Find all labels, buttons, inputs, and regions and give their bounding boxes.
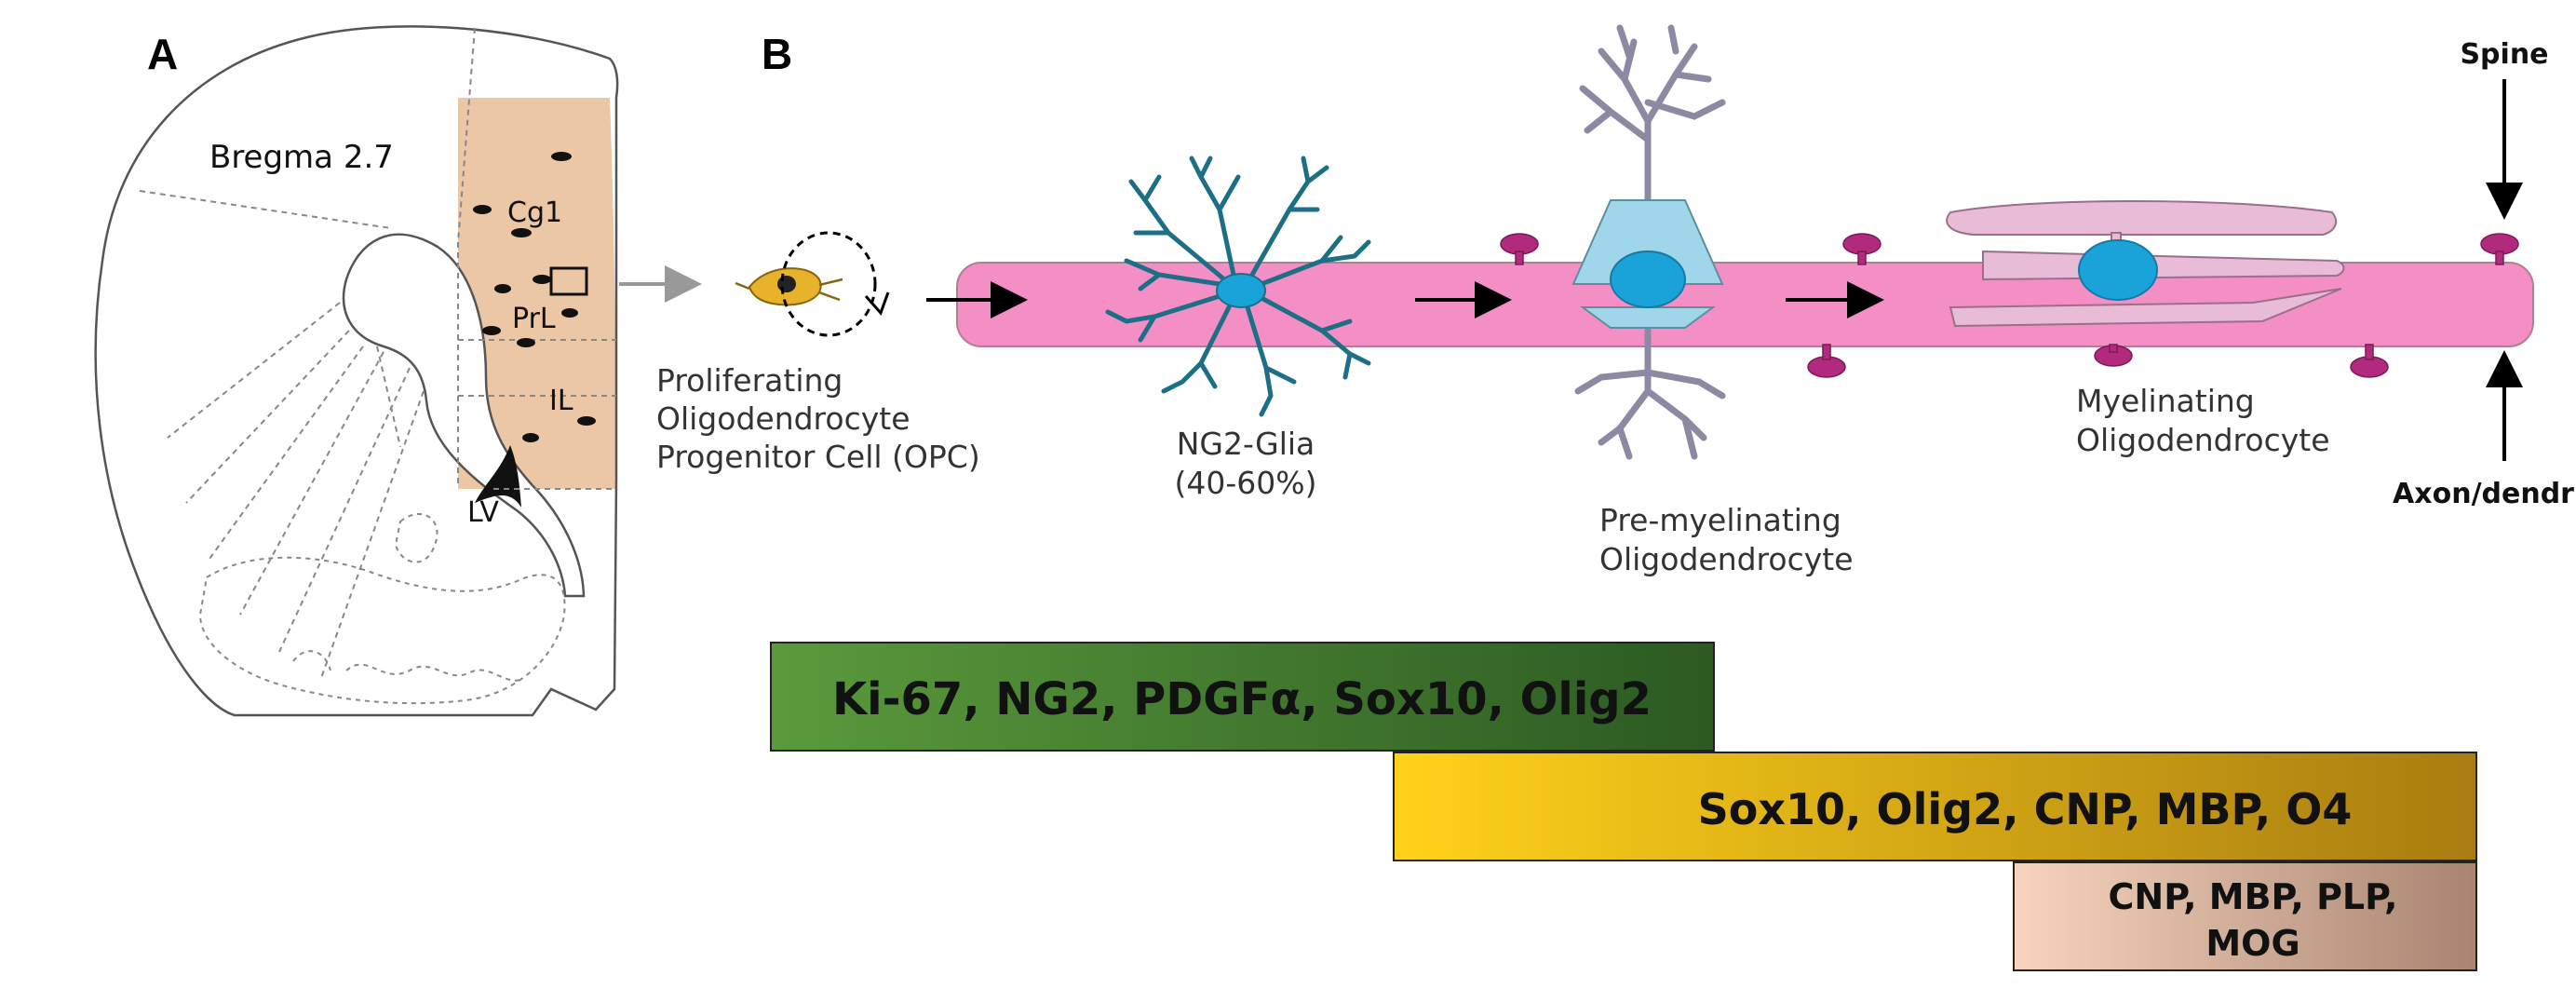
brain-section-outline	[94, 25, 619, 717]
lateral-ventricle	[475, 445, 521, 508]
opc-label-line1: Proliferating	[656, 362, 843, 399]
axon-dendrite-label: Axon/dendrite	[2393, 478, 2576, 510]
marker-bar-myelinating-text-line2: MOG	[2205, 923, 2300, 964]
myelinating-cell	[1946, 200, 2345, 328]
panel-a: A	[94, 25, 702, 717]
labeled-cells	[473, 152, 596, 442]
opc-label-line2: Oligodendrocyte	[656, 400, 910, 437]
spine	[1807, 344, 1846, 378]
corpus-callosum	[342, 233, 586, 598]
marker-bar-premyelinating: Sox10, Olig2, CNP, MBP, O4	[1393, 752, 2477, 861]
region-il-label: IL	[549, 385, 573, 417]
ng2-glia-cell	[1105, 156, 1371, 417]
spine	[2480, 233, 2519, 265]
region-lv-label: LV	[467, 496, 499, 529]
spines	[1500, 233, 2519, 378]
subcortical-structures	[198, 512, 566, 705]
premyelinating-label-line2: Oligodendrocyte	[1599, 541, 1854, 577]
ng2-nucleus	[1216, 273, 1266, 308]
panel-b-letter: B	[762, 30, 792, 78]
panel-a-letter: A	[147, 30, 178, 78]
spine	[2350, 344, 2389, 378]
marker-bar-opc: Ki-67, NG2, PDGFα, Sox10, Olig2	[770, 642, 1715, 752]
ng2-label-line1: NG2-Glia	[1177, 426, 1315, 462]
spine	[2094, 344, 2133, 367]
bregma-label: Bregma 2.7	[209, 139, 394, 176]
premyelinating-label-line1: Pre-myelinating	[1599, 502, 1841, 538]
sampled-area-box	[549, 266, 588, 296]
myelinating-label-line2: Oligodendrocyte	[2076, 422, 2330, 458]
myelinating-label-line1: Myelinating	[2076, 383, 2255, 419]
marker-bar-myelinating-text-line1: CNP, MBP, PLP,	[2109, 876, 2398, 917]
opc-label-line3: Progenitor Cell (OPC)	[656, 439, 980, 475]
marker-bar-myelinating: CNP, MBP, PLP, MOG	[2013, 861, 2477, 971]
region-cg1-label: Cg1	[507, 196, 562, 229]
region-boundaries	[139, 27, 616, 679]
spine-label: Spine	[2460, 38, 2548, 71]
panel-b: B	[656, 24, 2576, 971]
region-prl-label: PrL	[512, 303, 556, 335]
marker-bar-premyelinating-text: Sox10, Olig2, CNP, MBP, O4	[1698, 784, 2353, 834]
spine	[1842, 233, 1881, 265]
mpfc-shaded-region	[458, 98, 616, 489]
spine	[1500, 233, 1539, 265]
marker-bar-opc-text: Ki-67, NG2, PDGFα, Sox10, Olig2	[832, 673, 1652, 725]
premyelinating-cell	[1571, 24, 1726, 460]
ng2-label-line2: (40-60%)	[1175, 465, 1317, 501]
opc-cell	[735, 231, 890, 337]
